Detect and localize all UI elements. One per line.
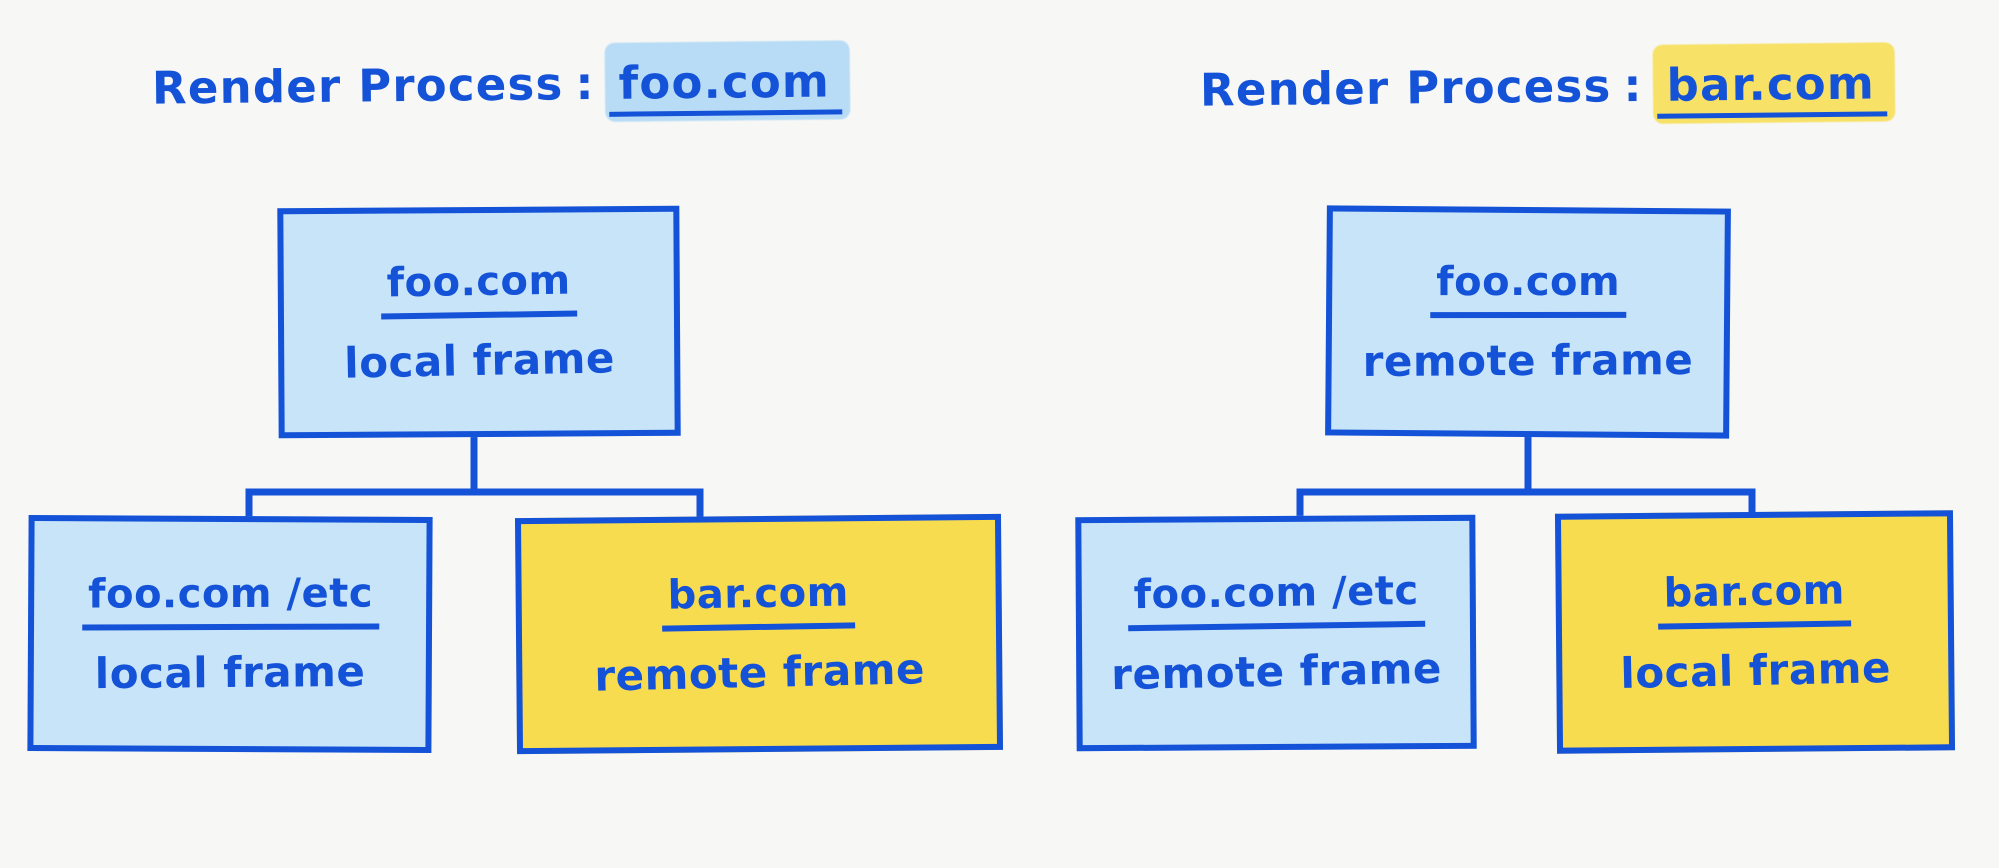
process-title-origin: bar.com — [1652, 42, 1896, 124]
process-title-origin-text: bar.com — [1666, 56, 1876, 112]
frame-kind-label: local frame — [1619, 642, 1892, 699]
frame-origin-label: foo.com — [1430, 259, 1627, 319]
frame-kind-label: remote frame — [1362, 334, 1694, 387]
frame-box-foo-etc-remote[interactable]: foo.com /etc remote frame — [1075, 514, 1477, 752]
frame-origin-label: foo.com /etc — [1126, 568, 1425, 632]
frame-box-foo-remote-root[interactable]: foo.com remote frame — [1325, 205, 1731, 439]
process-title-bar: Render Process : bar.com — [1199, 42, 1896, 124]
process-title-separator: : — [1623, 58, 1643, 113]
frame-box-bar-local[interactable]: bar.com local frame — [1554, 510, 1956, 754]
process-title-label: Render Process — [1199, 59, 1612, 117]
frame-kind-label: remote frame — [1110, 643, 1442, 700]
frame-origin-label: bar.com — [1657, 567, 1852, 630]
